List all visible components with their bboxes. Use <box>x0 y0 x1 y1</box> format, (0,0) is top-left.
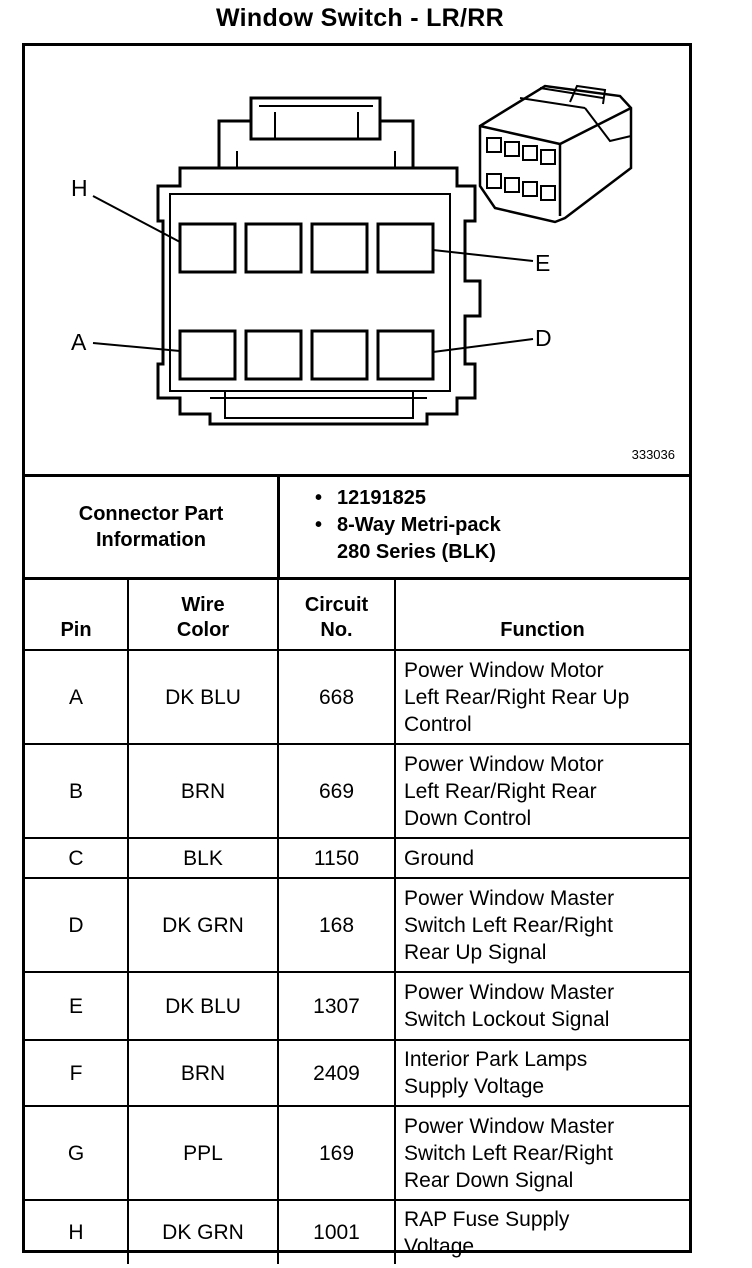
cavity-d <box>376 329 435 381</box>
wire-color-cell: DK BLU <box>127 971 279 1041</box>
wire-color-cell: PPL <box>127 1105 279 1201</box>
connector-housing <box>156 166 482 426</box>
pin-label-h: H <box>71 175 88 201</box>
connector-isometric-sketch <box>478 84 633 224</box>
leader-h <box>92 195 181 243</box>
pin-label-d: D <box>535 325 552 351</box>
description-item-cont: 280 Series (BLK) <box>315 539 501 566</box>
description-item: •8-Way Metri-pack <box>315 514 501 536</box>
part-number-item: •12191825 <box>315 487 426 509</box>
connector-part-info-label: Connector Part Information <box>25 477 280 577</box>
circuit-cell: 1307 <box>277 971 396 1041</box>
circuit-cell: 1001 <box>277 1199 396 1264</box>
pin-cell: A <box>25 649 129 745</box>
pin-cell: D <box>25 877 129 973</box>
cavity-e <box>376 222 435 274</box>
figure-number: 333036 <box>631 447 675 462</box>
connector-face-drawing: H E A D <box>71 84 633 426</box>
pin-cell: H <box>25 1199 129 1264</box>
wire-color-cell: BRN <box>127 1039 279 1107</box>
circuit-cell: 168 <box>277 877 396 973</box>
pin-cell: C <box>25 837 129 879</box>
circuit-cell: 1150 <box>277 837 396 879</box>
pin-cell: E <box>25 971 129 1041</box>
wire-color-cell: DK GRN <box>127 877 279 973</box>
connector-part-info-list: •12191825 •8-Way Metri-pack 280 Series (… <box>315 485 501 566</box>
wire-color-cell: DK GRN <box>127 1199 279 1264</box>
leader-a <box>92 342 181 352</box>
circuit-cell: 669 <box>277 743 396 839</box>
cavity-g <box>244 222 303 274</box>
info-label-line1: Connector Part <box>78 503 224 525</box>
cavity-f <box>310 222 369 274</box>
pin-cell: F <box>25 1039 129 1107</box>
wire-color-cell: BLK <box>127 837 279 879</box>
connector-diagram: H E A D 333036 <box>25 46 689 477</box>
header-pin: Pin <box>25 577 129 651</box>
circuit-cell: 2409 <box>277 1039 396 1107</box>
circuit-cell: 668 <box>277 649 396 745</box>
connector-part-info: Connector Part Information •12191825 •8-… <box>25 477 689 580</box>
pin-label-a: A <box>71 329 87 355</box>
cavity-c <box>310 329 369 381</box>
description-line2: 280 Series (BLK) <box>337 541 496 563</box>
header-function: Function <box>394 577 689 651</box>
circuit-cell: 169 <box>277 1105 396 1201</box>
function-cell: Ground <box>394 837 689 879</box>
wire-color-cell: BRN <box>127 743 279 839</box>
cavity-b <box>244 329 303 381</box>
description-line1: 8-Way Metri-pack <box>337 514 501 536</box>
cavity-a <box>178 329 237 381</box>
info-label-line2: Information <box>96 529 206 551</box>
part-number: 12191825 <box>337 487 426 509</box>
pin-cell: G <box>25 1105 129 1201</box>
connector-sheet: H E A D 333036 <box>22 43 692 1264</box>
page-title: Window Switch - LR/RR <box>216 4 504 32</box>
pin-label-e: E <box>535 250 550 276</box>
connector-latch <box>249 96 382 141</box>
pin-cell: B <box>25 743 129 839</box>
leader-e <box>432 249 534 262</box>
wire-color-cell: DK BLU <box>127 649 279 745</box>
leader-d <box>432 338 534 353</box>
cavity-h <box>178 222 237 274</box>
table-row: C BLK 1150 Ground <box>25 837 689 879</box>
